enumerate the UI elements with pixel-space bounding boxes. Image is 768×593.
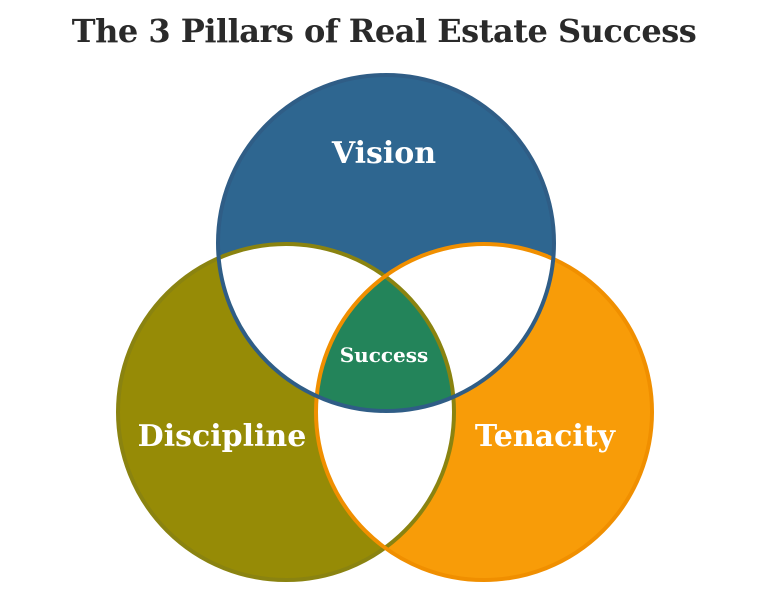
vision-outline xyxy=(216,73,556,413)
page-title: The 3 Pillars of Real Estate Success xyxy=(71,12,697,50)
success-region xyxy=(316,244,454,411)
vision-label: Vision xyxy=(331,136,436,171)
tenacity-outline xyxy=(314,242,654,582)
tenacity-label: Tenacity xyxy=(475,419,617,454)
success-label: Success xyxy=(340,343,429,367)
discipline-label: Discipline xyxy=(138,419,307,454)
discipline-outline xyxy=(116,242,456,582)
